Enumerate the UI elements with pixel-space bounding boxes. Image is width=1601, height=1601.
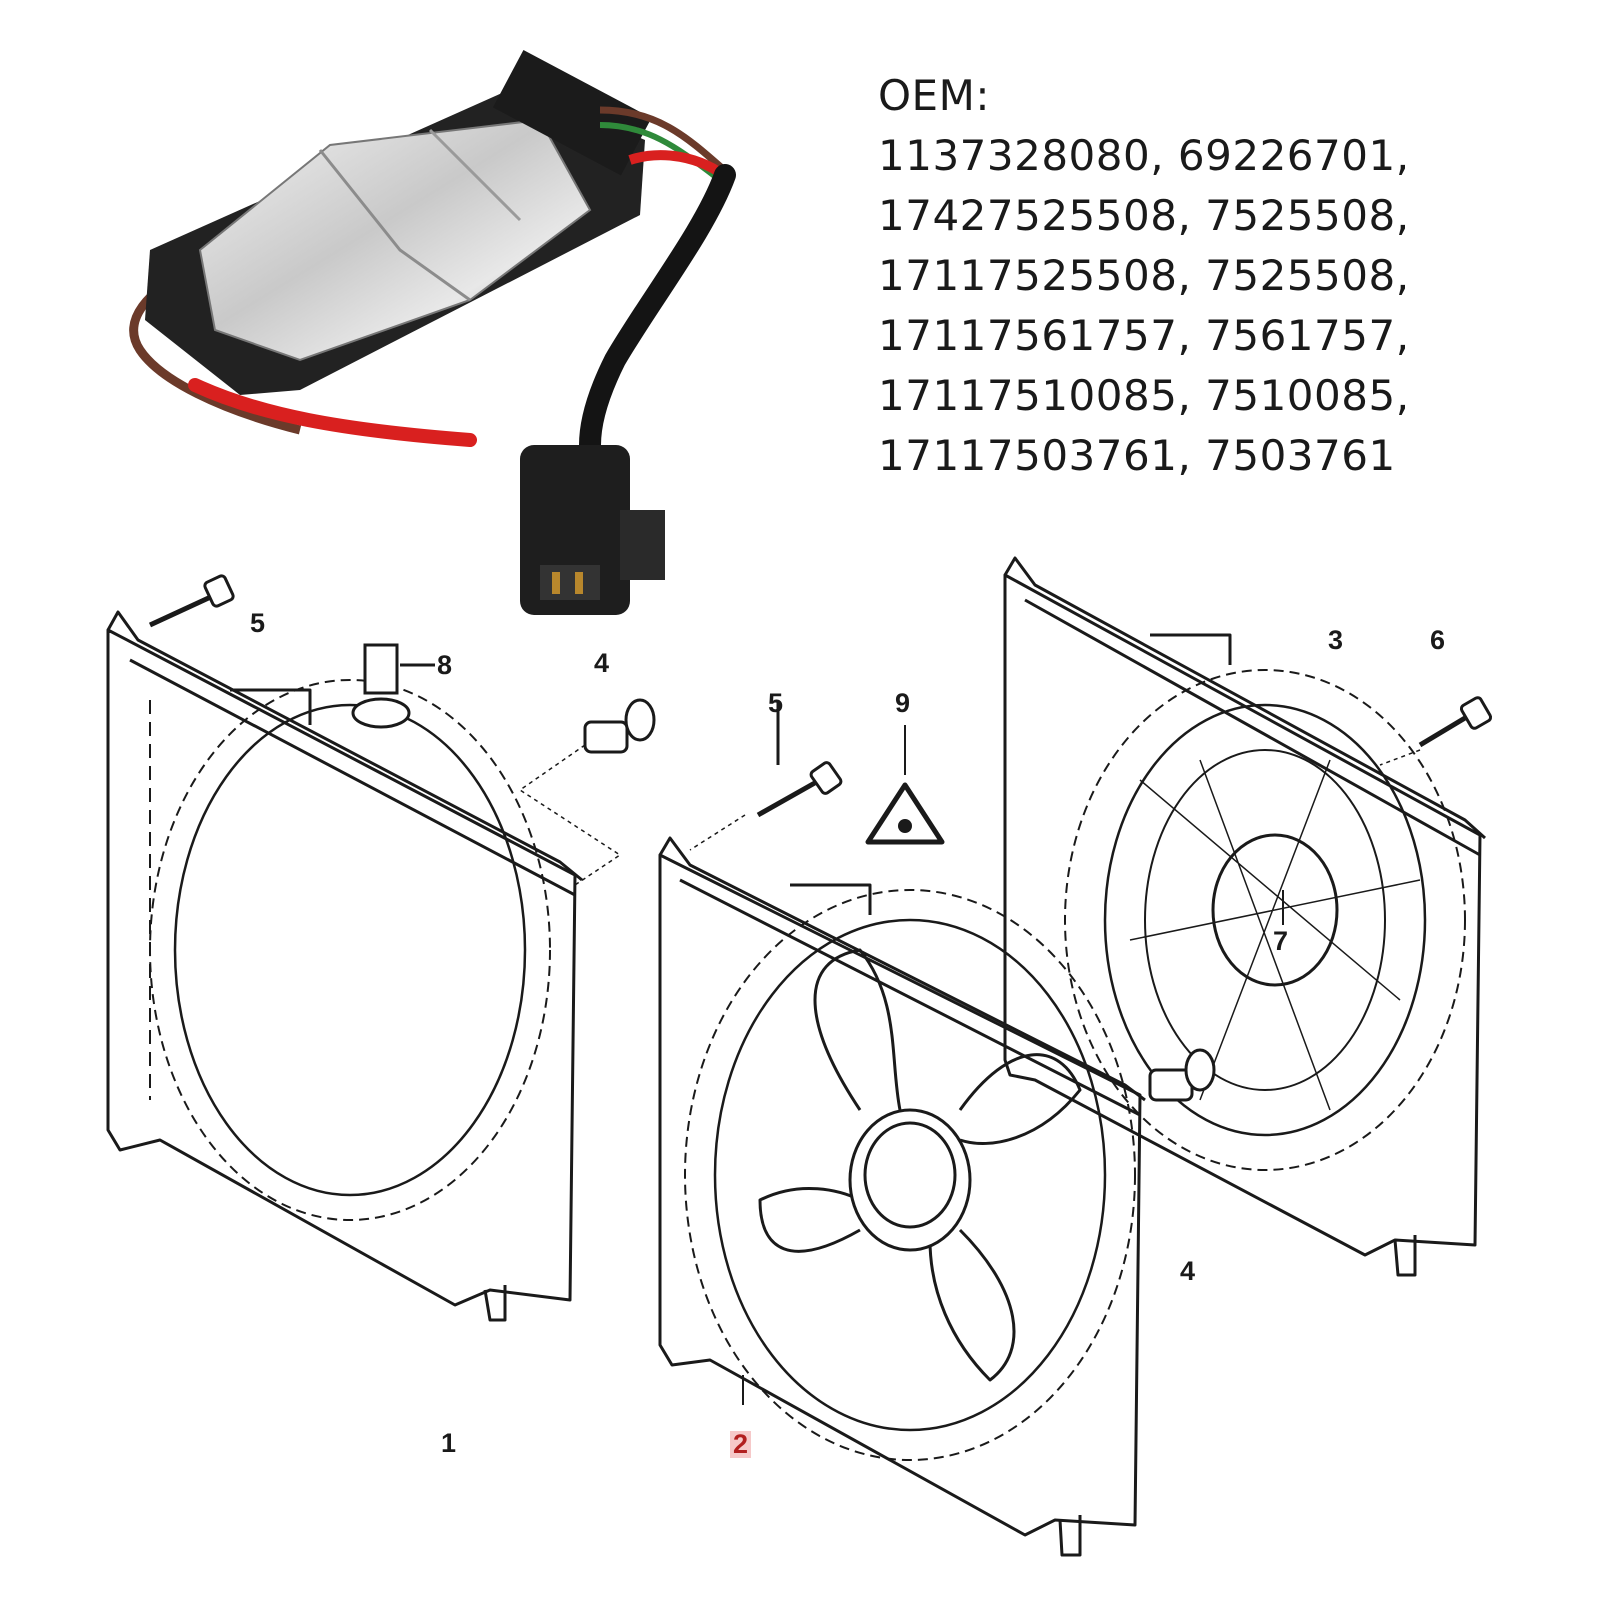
callout-6: 6 <box>1430 625 1446 655</box>
oem-number-list: OEM: 1137328080, 69226701, 17427525508, … <box>878 66 1578 486</box>
screw-5b <box>756 700 843 818</box>
callout-5-left: 5 <box>250 608 266 638</box>
rivet-left <box>583 698 656 754</box>
callout-5-middle: 5 <box>768 688 784 718</box>
callout-3: 3 <box>1328 625 1344 655</box>
screw-5a <box>148 574 235 628</box>
oem-line-4: 17117561757, 7561757, <box>878 311 1410 360</box>
callout-2-highlighted: 2 <box>730 1431 752 1458</box>
oem-line-3: 17117525508, 7525508, <box>878 251 1410 300</box>
rivet-right <box>1148 1048 1216 1102</box>
fan-assembly-right <box>1003 556 1487 1277</box>
warning-triangle-icon <box>865 725 945 845</box>
screw-6 <box>1418 696 1493 748</box>
fan-resistor-module-photo <box>129 49 736 615</box>
leader-lines <box>518 744 1421 886</box>
callout-7: 7 <box>1273 926 1289 956</box>
oem-line-6: 17117503761, 7503761 <box>878 431 1396 480</box>
callout-8: 8 <box>437 650 453 680</box>
callout-ticks <box>742 890 1284 1405</box>
oem-heading: OEM: <box>878 71 990 120</box>
clip-8 <box>351 643 435 729</box>
oem-line-1: 1137328080, 69226701, <box>878 131 1410 180</box>
oem-line-2: 17427525508, 7525508, <box>878 191 1410 240</box>
callout-9: 9 <box>895 688 911 718</box>
callout-4-module: 4 <box>594 648 610 678</box>
oem-line-5: 17117510085, 7510085, <box>878 371 1410 420</box>
fan-shroud-left <box>106 610 583 1322</box>
callout-4-shroud: 4 <box>1180 1256 1196 1286</box>
fan-assembly-middle <box>658 836 1146 1557</box>
callout-1: 1 <box>441 1428 457 1458</box>
